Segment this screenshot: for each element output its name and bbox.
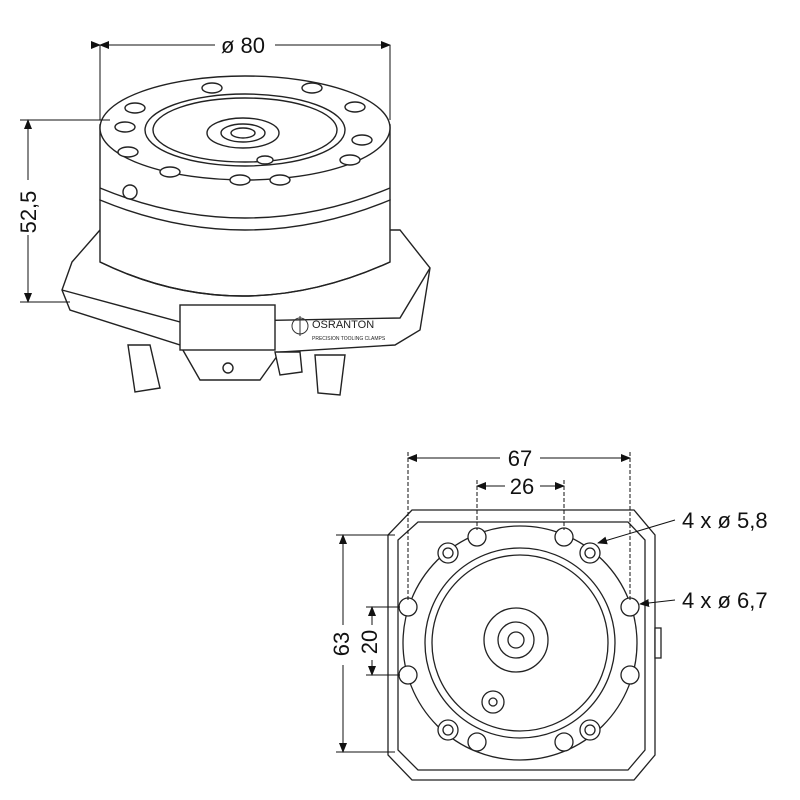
hole-callout-large: 4 x ø 6,7 xyxy=(682,588,768,613)
brand-logo: OSRANTON PRECISION TOOLING CLAMPS xyxy=(291,316,386,342)
width-inner-label: 26 xyxy=(510,474,534,499)
pin-right xyxy=(314,354,346,396)
center-hole xyxy=(230,127,256,139)
height-inner-label: 20 xyxy=(357,630,382,654)
plan-dimensions xyxy=(336,452,676,753)
pin-left xyxy=(127,344,161,393)
holes-small xyxy=(437,542,601,741)
side-screw xyxy=(222,362,234,374)
lower-body-bottom xyxy=(99,261,391,297)
height-label: 52,5 xyxy=(16,191,41,234)
brand-name: OSRANTON xyxy=(312,319,374,331)
top-dimensions xyxy=(20,41,391,303)
center-hole xyxy=(507,631,525,649)
side-port xyxy=(122,184,138,200)
height-outer-label: 63 xyxy=(329,632,354,656)
hole-callout-small: 4 x ø 5,8 xyxy=(682,508,768,533)
isometric-view: OSRANTON PRECISION TOOLING CLAMPS xyxy=(61,75,431,396)
diameter-label: ø 80 xyxy=(221,33,265,58)
width-outer-label: 67 xyxy=(508,446,532,471)
plan-view xyxy=(387,509,662,781)
brand-tagline: PRECISION TOOLING CLAMPS xyxy=(312,336,386,342)
pin-mid xyxy=(274,351,303,376)
side-tab xyxy=(654,627,662,659)
flange-holes xyxy=(114,82,373,186)
body-seam xyxy=(99,187,391,219)
base-front-block xyxy=(179,304,276,351)
inner-plate xyxy=(397,521,646,771)
